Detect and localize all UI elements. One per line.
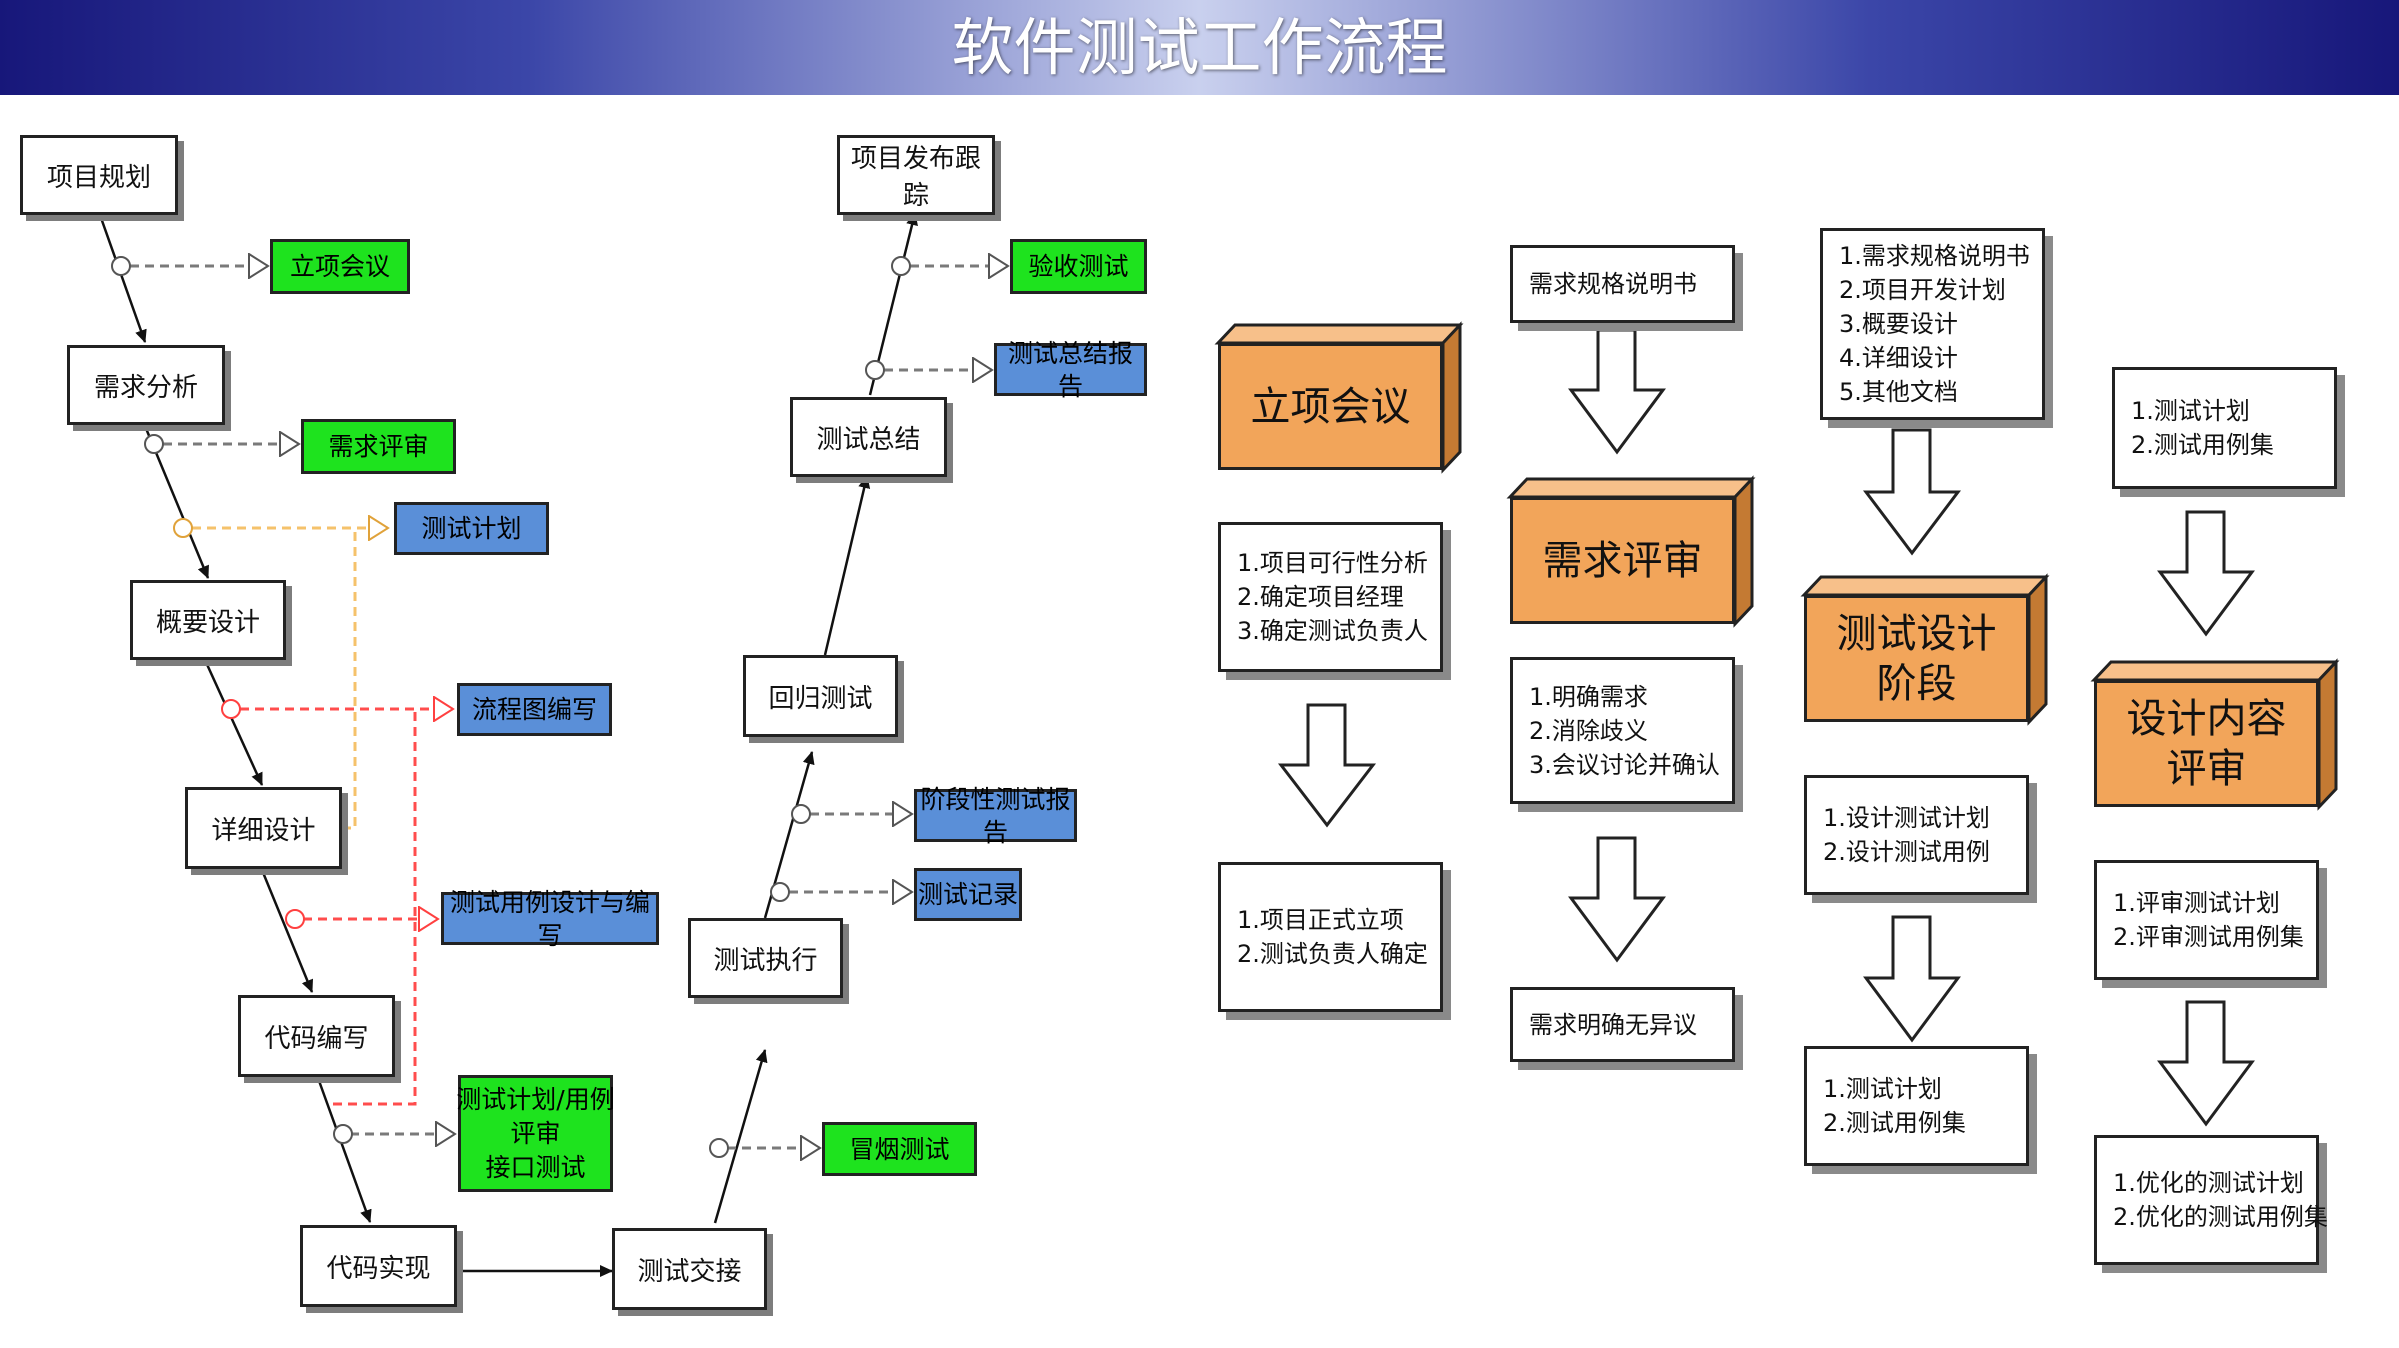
node-coding: 代码编写: [238, 995, 395, 1077]
node-test-summary: 测试总结: [790, 397, 947, 477]
title-bar: [0, 0, 2399, 95]
tag-flowchart-writing: 流程图编写: [457, 683, 612, 736]
node-requirement-analysis: 需求分析: [67, 345, 225, 425]
info-kickoff-result: 1.项目正式立项 2.测试负责人确定: [1218, 862, 1443, 1012]
tag-test-record: 测试记录: [914, 868, 1022, 921]
stage-kickoff-meeting: 立项会议: [1218, 343, 1443, 470]
node-test-handover: 测试交接: [612, 1228, 767, 1310]
node-project-planning: 项目规划: [20, 135, 178, 215]
node-high-level-design: 概要设计: [130, 580, 286, 660]
info-review-result: 需求明确无异议: [1510, 987, 1735, 1062]
info-design-inputs: 1.需求规格说明书 2.项目开发计划 3.概要设计 4.详细设计 5.其他文档: [1820, 228, 2045, 420]
tag-kickoff-meeting: 立项会议: [270, 239, 410, 294]
tag-test-summary-report: 测试总结报告: [994, 339, 1147, 401]
info-review-inputs: 1.测试计划 2.测试用例集: [2112, 367, 2337, 489]
page-title: 软件测试工作流程: [951, 11, 1448, 84]
stage-requirement-review: 需求评审: [1510, 497, 1735, 624]
node-detailed-design: 详细设计: [185, 787, 342, 869]
tag-phase-test-report: 阶段性测试报告: [914, 785, 1077, 847]
node-code-implementation: 代码实现: [300, 1225, 457, 1307]
info-content-review-items: 1.评审测试计划 2.评审测试用例集: [2094, 860, 2319, 980]
node-test-execution: 测试执行: [688, 918, 843, 998]
info-kickoff-items: 1.项目可行性分析 2.确定项目经理 3.确定测试负责人: [1218, 522, 1443, 672]
tag-acceptance-test: 验收测试: [1010, 239, 1147, 294]
info-content-review-result: 1.优化的测试计划 2.优化的测试用例集: [2094, 1135, 2328, 1265]
down-arrows-right: [1277, 328, 2255, 1127]
node-regression-test: 回归测试: [743, 655, 898, 737]
stage-3d-faces: [1214, 321, 2340, 811]
info-design-items: 1.设计测试计划 2.设计测试用例: [1804, 775, 2029, 895]
tag-plan-review-interface-test: 测试计划/用例 评审 接口测试: [456, 1075, 615, 1192]
tag-test-case-design: 测试用例设计与编写: [441, 888, 659, 950]
info-review-items: 1.明确需求 2.消除歧义 3.会议讨论并确认: [1510, 657, 1735, 804]
node-release-tracking: 项目发布跟踪: [837, 135, 995, 215]
tag-requirement-review: 需求评审: [301, 419, 456, 474]
info-design-result: 1.测试计划 2.测试用例集: [1804, 1046, 2029, 1166]
info-srs-input: 需求规格说明书: [1510, 245, 1735, 323]
tag-test-plan: 测试计划: [394, 502, 549, 555]
stage-test-design: 测试设计 阶段: [1804, 595, 2029, 722]
tag-smoke-test: 冒烟测试: [822, 1122, 977, 1176]
stage-design-content-review: 设计内容 评审: [2094, 680, 2319, 807]
